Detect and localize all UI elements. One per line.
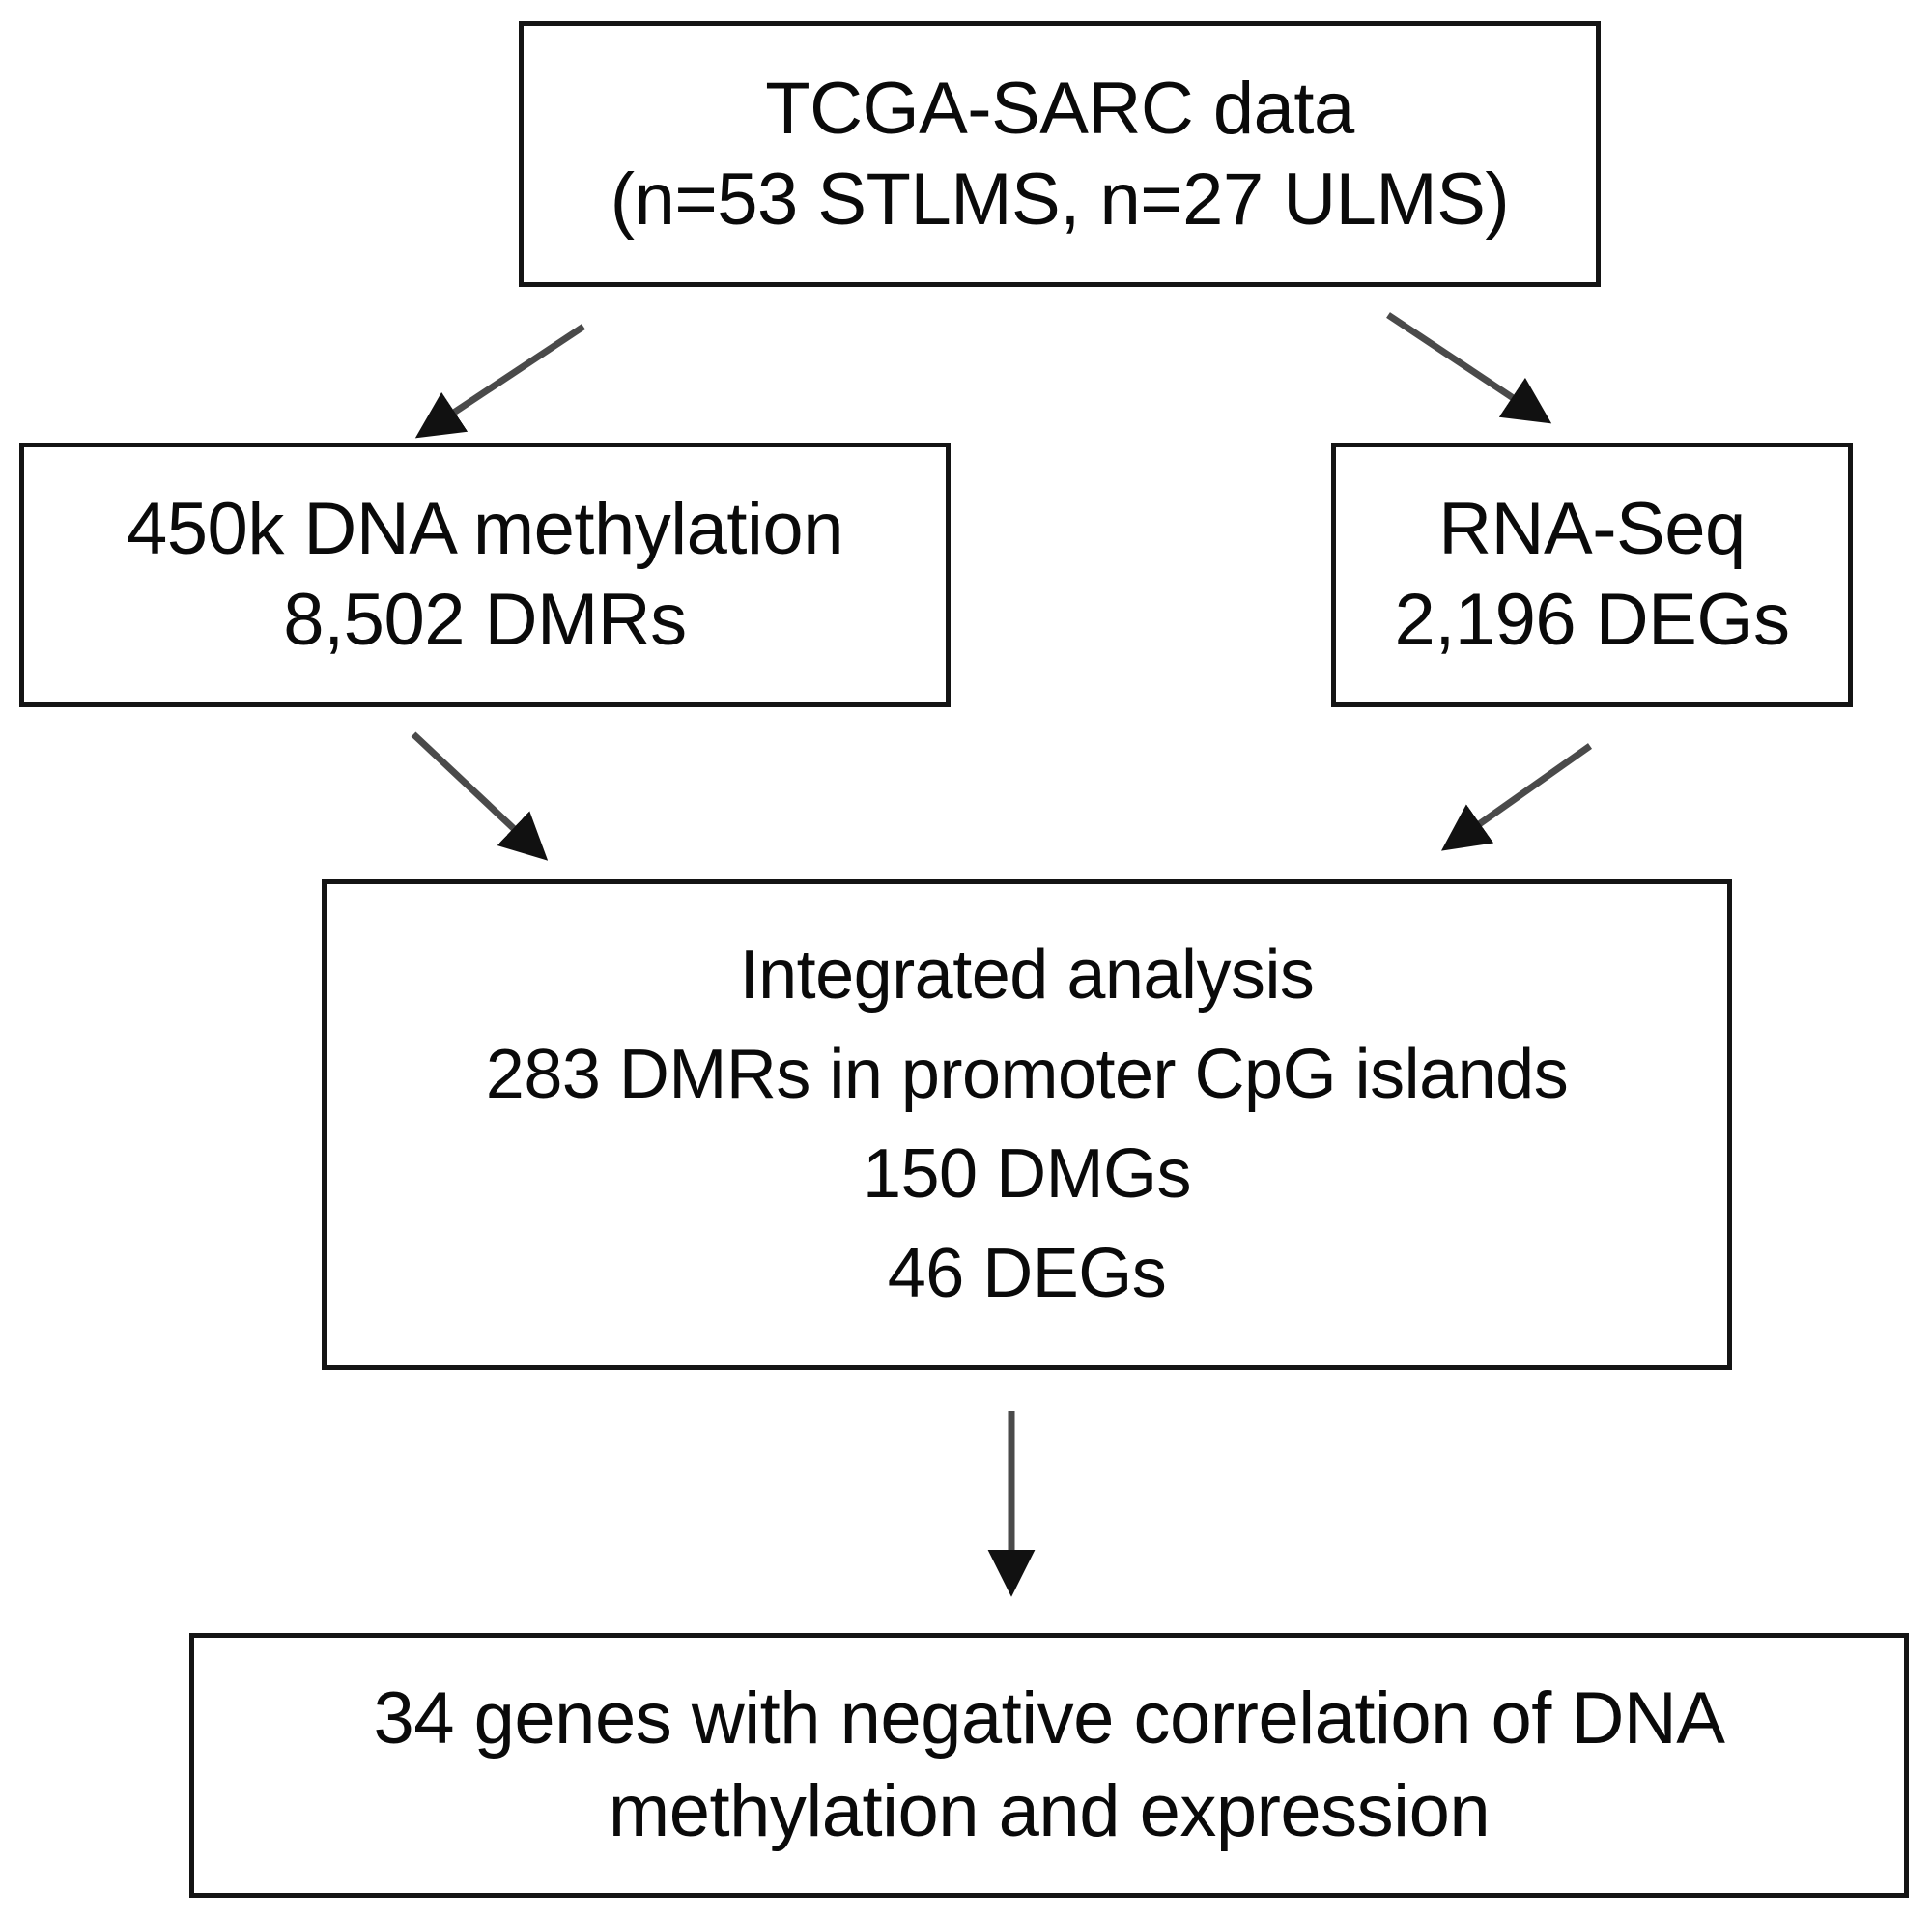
node-rna-seq-line-2: 2,196 DEGs <box>1394 579 1791 661</box>
node-tcga-sarc-data-line-2: (n=53 STLMS, n=27 ULMS) <box>610 157 1510 241</box>
node-integrated-analysis-line-2: 283 DMRs in promoter CpG islands <box>485 1036 1569 1114</box>
node-450k-dna-methylation-line-2: 8,502 DMRs <box>283 579 687 661</box>
edge-rnaseq-to-integrated <box>1440 743 1593 851</box>
node-integrated-analysis-line-3: 150 DMGs <box>862 1135 1192 1213</box>
node-450k-dna-methylation-line-1: 450k DNA methylation <box>127 488 843 571</box>
node-34-genes-result: 34 genes with negative correlation of DN… <box>189 1633 1909 1898</box>
node-tcga-sarc-data: TCGA-SARC data (n=53 STLMS, n=27 ULMS) <box>519 21 1601 287</box>
node-450k-dna-methylation: 450k DNA methylation 8,502 DMRs <box>19 443 951 707</box>
node-34-genes-result-line-1: 34 genes with negative correlation of DN… <box>373 1677 1725 1761</box>
node-integrated-analysis: Integrated analysis 283 DMRs in promoter… <box>322 879 1732 1370</box>
node-34-genes-result-line-2: methylation and expression <box>608 1770 1491 1852</box>
node-rna-seq-line-1: RNA-Seq <box>1438 488 1746 571</box>
node-integrated-analysis-line-4: 46 DEGs <box>887 1234 1167 1312</box>
node-tcga-sarc-data-line-1: TCGA-SARC data <box>765 67 1354 150</box>
edge-source-to-rnaseq <box>1386 312 1552 424</box>
edge-source-to-methylation <box>414 324 585 439</box>
node-integrated-analysis-line-1: Integrated analysis <box>739 936 1315 1015</box>
node-rna-seq: RNA-Seq 2,196 DEGs <box>1331 443 1853 707</box>
edge-methylation-to-integrated <box>411 731 549 861</box>
